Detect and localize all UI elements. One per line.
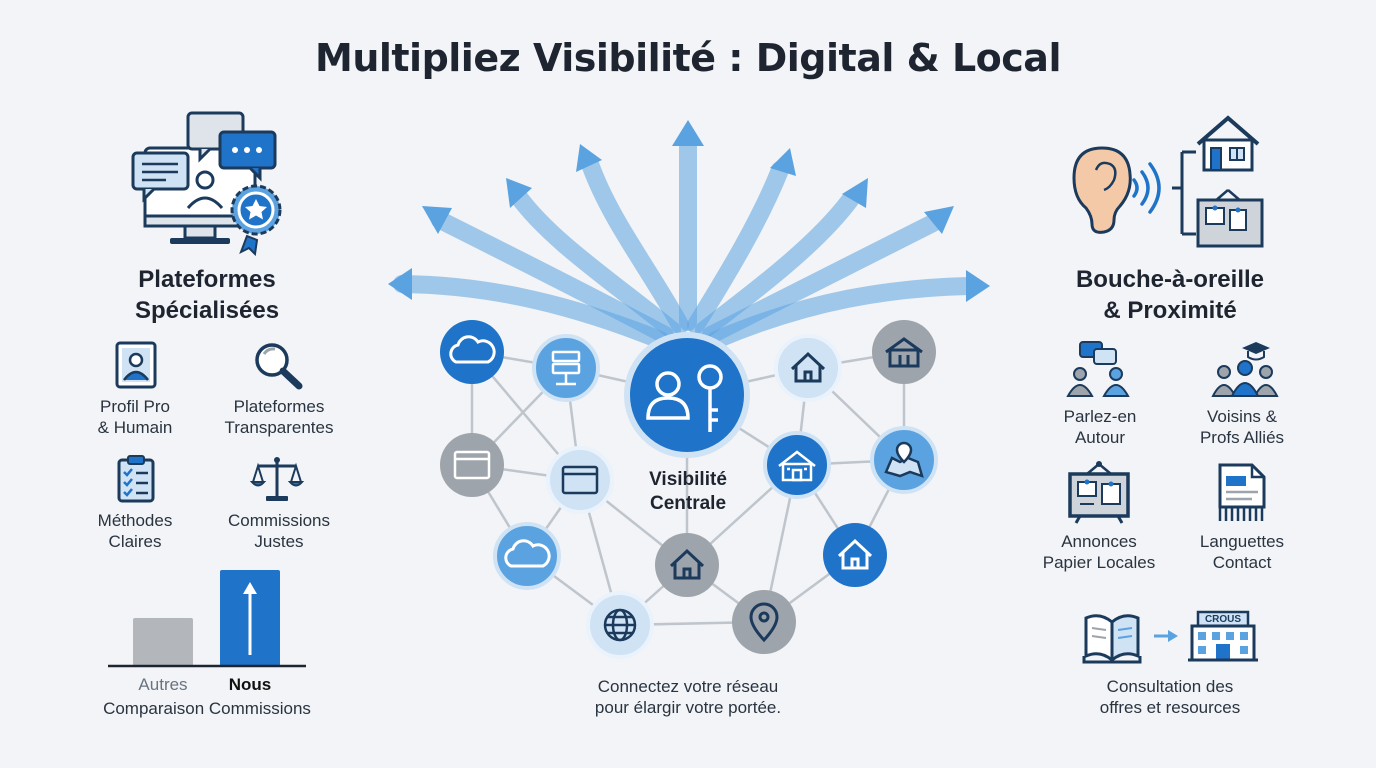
crous-building-icon: CROUS [1188,608,1258,664]
location-pin-icon [749,602,779,643]
neighbors-icon [1211,342,1279,397]
left-item-label-4: Commissions Justes [227,511,331,551]
right-item-label-1: Parlez-en Autour [1063,407,1137,447]
comparison-bar-others [133,618,193,666]
right-item-label-4: Languettes Contact [1199,532,1285,572]
map-pin-icon [884,441,924,478]
tear-off-flyer-icon [1218,463,1266,521]
notice-board-icon [1068,461,1130,524]
house-icon [1196,115,1260,172]
browser-icon [561,465,599,495]
user-key-icon [646,364,723,432]
house-icon [669,548,705,580]
word-of-mouth-illustration [1072,115,1264,248]
ear-icon [1072,146,1132,234]
house-icon [837,538,873,570]
commission-comparison-chart [108,570,306,668]
node-house-top [774,334,842,402]
center-caption: Connectez votre réseau pour élargir votr… [594,677,782,717]
checklist-icon [117,455,155,503]
node-browser-2 [546,446,614,514]
magnifier-icon [255,343,303,390]
book-icon [1082,614,1142,664]
node-house-right-bottom [823,523,887,587]
left-item-label-2: Plateformes Transparentes [224,397,334,437]
right-caption: Consultation des offres et resources [1099,677,1241,717]
node-browser-1 [440,433,504,497]
sound-waves-icon [1132,162,1161,214]
central-hub [624,332,750,458]
right-item-label-3: Annonces Papier Locales [1042,532,1156,572]
node-cloud-2 [493,522,561,590]
comparison-caption: Comparaison Commissions [103,699,311,718]
left-item-label-3: Méthodes Claires [97,511,173,551]
node-store [872,320,936,384]
comparison-label-others: Autres [138,675,188,694]
cloud-icon [504,539,551,568]
school-icon [778,450,816,482]
radiating-arrows [393,131,977,349]
house-icon [790,351,826,383]
globe-icon [603,608,637,642]
scales-icon [249,457,305,501]
left-heading: Plateformes Spécialisées [134,266,280,324]
browser-icon [453,450,491,480]
crous-sign: CROUS [1204,614,1242,625]
arrow-right-icon [1154,630,1178,642]
comparison-label-us: Nous [228,675,272,694]
node-server [532,334,600,402]
left-item-label-1: Profil Pro & Humain [97,397,173,437]
profile-card-icon [115,341,157,389]
node-cloud-1 [440,320,504,384]
right-heading: Bouche-à-oreille & Proximité [1075,266,1265,324]
node-house-bottom [655,533,719,597]
hub-label: Visibilité Centrale [649,469,727,514]
server-icon [551,350,581,386]
right-item-label-2: Voisins & Profs Alliés [1199,407,1285,447]
network-nodes [440,320,938,659]
people-talking-icon [1066,341,1130,397]
online-platforms-illustration [131,111,282,257]
arrow-heads [388,120,990,302]
house-icon [885,337,923,368]
cloud-icon [449,335,496,364]
page-title: Multipliez Visibilité : Digital & Local [315,36,1061,80]
notice-board-icon [1196,189,1264,248]
